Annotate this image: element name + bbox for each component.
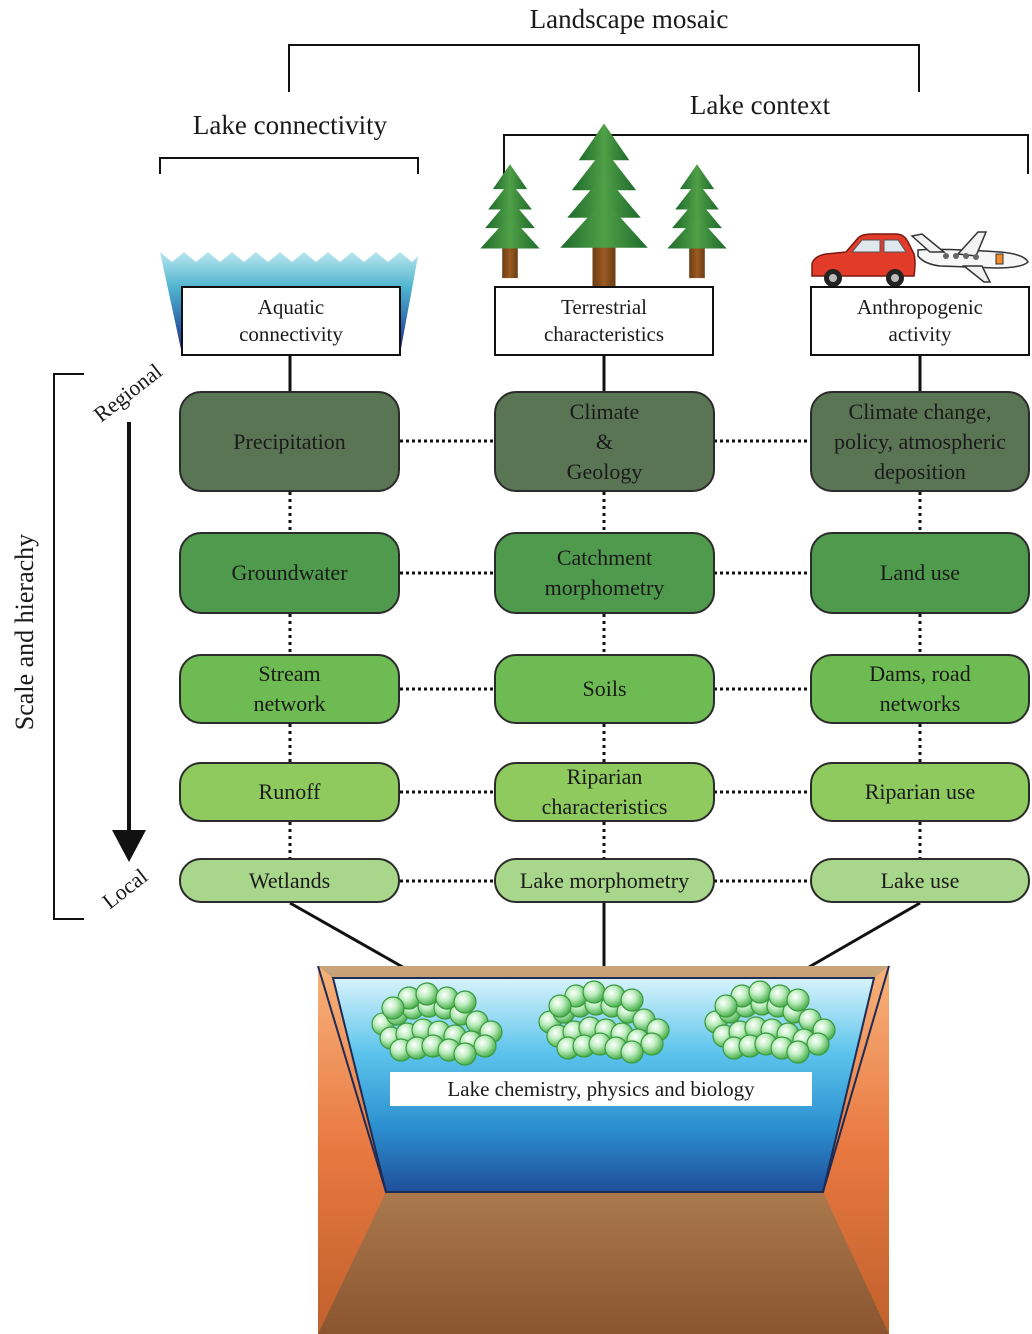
algae-cell — [620, 988, 644, 1012]
algae-cell — [620, 1040, 644, 1064]
algae-cell — [582, 980, 606, 1004]
algae-cell — [640, 1032, 664, 1056]
algae-cell — [453, 1042, 477, 1066]
box-lake-use: Lake use — [810, 858, 1030, 903]
lake-connectivity-label: Lake connectivity — [192, 110, 388, 140]
box-dams-road-networks: Dams, road networks — [810, 654, 1030, 724]
lake-context-label: Lake context — [689, 90, 831, 120]
scale-axis-label: Scale and hierachy — [10, 533, 39, 731]
car-icon — [811, 233, 916, 287]
algae-cell — [453, 990, 477, 1014]
algae-cell — [548, 994, 572, 1018]
algae-cell — [415, 982, 439, 1006]
airplane-icon — [910, 231, 1029, 283]
landscape-mosaic-label: Landscape mosaic — [529, 4, 729, 34]
algae-cell — [748, 980, 772, 1004]
algae-cell — [473, 1034, 497, 1058]
box-wetlands: Wetlands — [179, 858, 400, 903]
algae-cell — [381, 996, 405, 1020]
box-precipitation: Precipitation — [179, 391, 400, 492]
lake-label: Lake chemistry, physics and biology — [390, 1072, 812, 1106]
box-riparian-characteristics: Riparian characteristics — [494, 762, 715, 822]
algae-cell — [786, 1040, 810, 1064]
tree-icon — [480, 123, 727, 292]
algae-cell — [806, 1032, 830, 1056]
header-aquatic-connectivity: Aquatic connectivity — [181, 286, 401, 356]
header-terrestrial-characteristics: Terrestrial characteristics — [494, 286, 714, 356]
box-lake-morphometry: Lake morphometry — [494, 858, 715, 903]
box-climate-geology: Climate & Geology — [494, 391, 715, 492]
box-soils: Soils — [494, 654, 715, 724]
box-runoff: Runoff — [179, 762, 400, 822]
box-stream-network: Stream network — [179, 654, 400, 724]
box-catchment-morphometry: Catchment morphometry — [494, 532, 715, 614]
box-riparian-use: Riparian use — [810, 762, 1030, 822]
header-anthropogenic-activity: Anthropogenic activity — [810, 286, 1030, 356]
algae-cell — [714, 994, 738, 1018]
box-land-use: Land use — [810, 532, 1030, 614]
box-groundwater: Groundwater — [179, 532, 400, 614]
box-climate-change-policy: Climate change, policy, atmospheric depo… — [810, 391, 1030, 492]
algae-cell — [786, 988, 810, 1012]
algae-cluster-icon — [371, 980, 836, 1066]
